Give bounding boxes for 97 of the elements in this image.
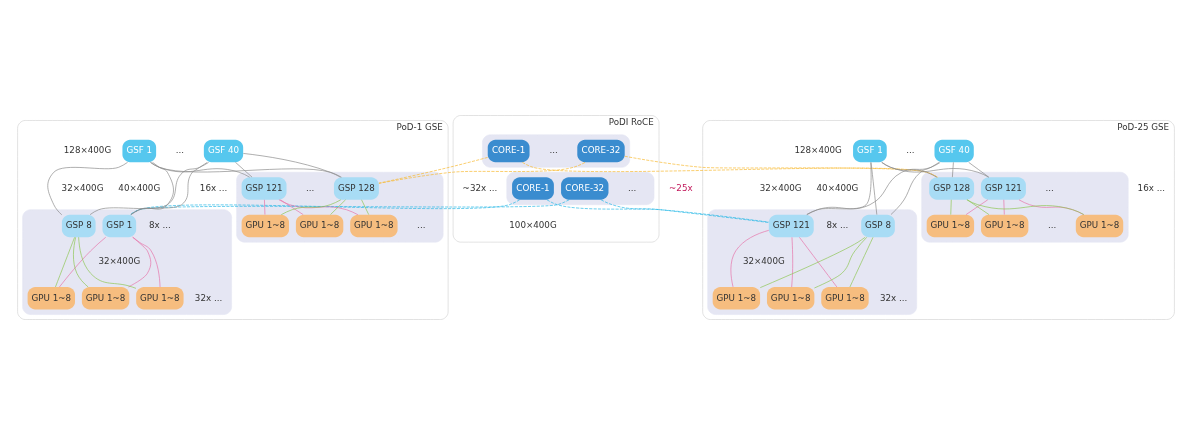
connector <box>950 198 952 215</box>
connector <box>968 161 990 177</box>
label: ... <box>1045 182 1054 193</box>
label: 16x ... <box>199 182 228 193</box>
node-box: CORE-32 <box>561 176 609 200</box>
node-box: CORE-1 <box>487 139 530 162</box>
label: 8x ... <box>148 219 171 230</box>
connector <box>55 236 75 287</box>
connector <box>264 198 266 215</box>
connector <box>150 161 342 178</box>
node-box: GPU 1~8 <box>926 214 975 237</box>
connector <box>791 236 794 287</box>
node-box: GSP 128 <box>929 176 975 200</box>
label: ... <box>906 144 915 155</box>
cluster <box>506 171 655 205</box>
label: 100×400G <box>509 219 557 230</box>
connector <box>280 198 304 215</box>
connector <box>730 229 770 287</box>
cluster <box>482 134 630 168</box>
label: 8x ... <box>826 219 849 230</box>
label: 32x ... <box>879 292 908 303</box>
connector <box>78 236 137 289</box>
label: 40×400G <box>816 182 859 193</box>
node-box: GSF 40 <box>203 139 244 162</box>
connector <box>600 199 770 223</box>
label: ~25x <box>669 182 693 193</box>
node-box: GSF 40 <box>934 139 974 162</box>
label: ... <box>306 182 315 193</box>
connector <box>59 236 107 287</box>
node-box: GSF 1 <box>853 139 887 162</box>
connector <box>130 161 208 215</box>
node-box: GPU 1~8 <box>766 286 815 310</box>
node-box: GSP 8 <box>861 214 895 237</box>
connector <box>849 236 874 287</box>
node-box: GPU 1~8 <box>27 286 75 310</box>
connector <box>73 236 89 287</box>
node-box: GPU 1~8 <box>712 286 761 310</box>
connector <box>47 161 128 215</box>
connector <box>150 161 250 178</box>
label: 16x ... <box>1137 182 1165 193</box>
connector <box>881 161 989 177</box>
connector <box>1003 198 1005 215</box>
connector <box>546 199 769 222</box>
node-box: GPU 1~8 <box>1075 214 1124 237</box>
cluster <box>22 208 232 315</box>
label: ... <box>417 219 426 230</box>
connector <box>799 236 838 287</box>
connector <box>330 198 346 215</box>
connector <box>280 198 342 215</box>
connector <box>870 161 878 215</box>
label: 40×400G <box>118 182 161 193</box>
node-box: CORE-1 <box>512 176 554 200</box>
connector <box>522 161 938 178</box>
node-box: GSP 1 <box>102 214 137 237</box>
node-box: GPU 1~8 <box>295 214 344 237</box>
cluster <box>236 171 444 242</box>
node-box: GPU 1~8 <box>241 214 290 237</box>
label: ... <box>1047 219 1057 230</box>
label: ... <box>549 144 558 155</box>
label: ... <box>175 144 184 155</box>
connector <box>235 161 253 177</box>
cluster <box>707 208 917 315</box>
label: 128×400G <box>63 144 112 155</box>
node-box: GPU 1~8 <box>136 286 184 310</box>
label: 32×400G <box>98 255 141 266</box>
connector <box>881 161 938 178</box>
label: 32×400G <box>742 255 785 266</box>
connector <box>128 236 152 287</box>
connector <box>759 236 866 288</box>
node-box: GPU 1~8 <box>980 214 1029 237</box>
node-box: GSP 8 <box>61 214 96 237</box>
connector <box>243 152 341 178</box>
label: 32×400G <box>759 182 802 193</box>
label: ~32x ... <box>462 182 498 193</box>
connector <box>814 236 868 288</box>
connector <box>952 161 954 177</box>
cluster <box>921 171 1129 242</box>
connector <box>132 236 161 287</box>
label: ... <box>628 182 637 193</box>
node-box: GSF 1 <box>122 139 157 162</box>
connector <box>624 155 938 178</box>
node-box: GSP 121 <box>241 176 287 200</box>
node-box: GSP 128 <box>333 176 379 200</box>
label: 32×400G <box>61 182 104 193</box>
node-box: GPU 1~8 <box>81 286 130 310</box>
label: 32x ... <box>194 292 223 303</box>
node-box: CORE-32 <box>577 139 625 162</box>
node-box: GSP 121 <box>980 176 1026 200</box>
node-box: GSP 121 <box>768 214 814 237</box>
node-box: GPU 1~8 <box>821 286 869 310</box>
connector <box>378 161 586 184</box>
node-box: GPU 1~8 <box>350 214 398 237</box>
label: 128×400G <box>794 144 842 155</box>
connector <box>806 161 941 215</box>
connector <box>890 161 940 215</box>
connector <box>89 161 209 215</box>
connector <box>361 198 370 215</box>
